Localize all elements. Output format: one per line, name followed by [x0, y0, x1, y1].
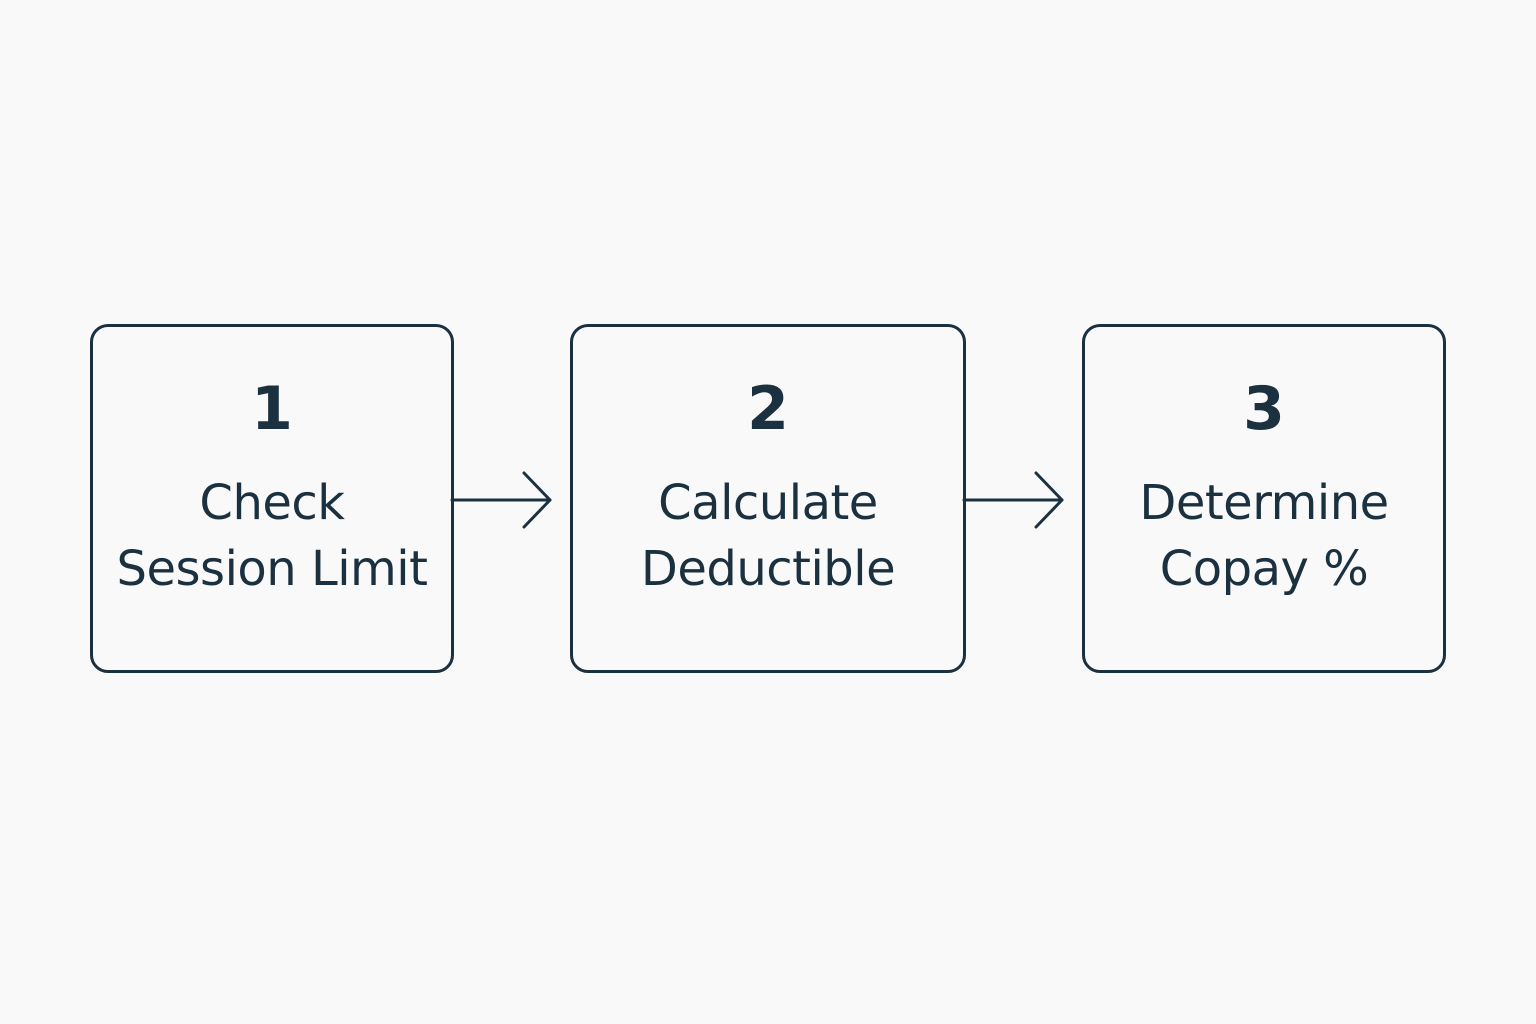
step-label: Determine Copay % [1139, 475, 1389, 597]
step-number: 1 [251, 374, 293, 444]
step-box-2: 2 Calculate Deductible [570, 324, 966, 673]
step-number: 2 [747, 374, 789, 444]
step-number: 3 [1243, 374, 1285, 444]
step-label: Check Session Limit [116, 475, 428, 597]
step-label: Calculate Deductible [640, 475, 896, 597]
arrow-right-icon [450, 471, 552, 529]
arrow-right-icon [962, 471, 1064, 529]
step-box-3: 3 Determine Copay % [1082, 324, 1446, 673]
step-box-1: 1 Check Session Limit [90, 324, 454, 673]
